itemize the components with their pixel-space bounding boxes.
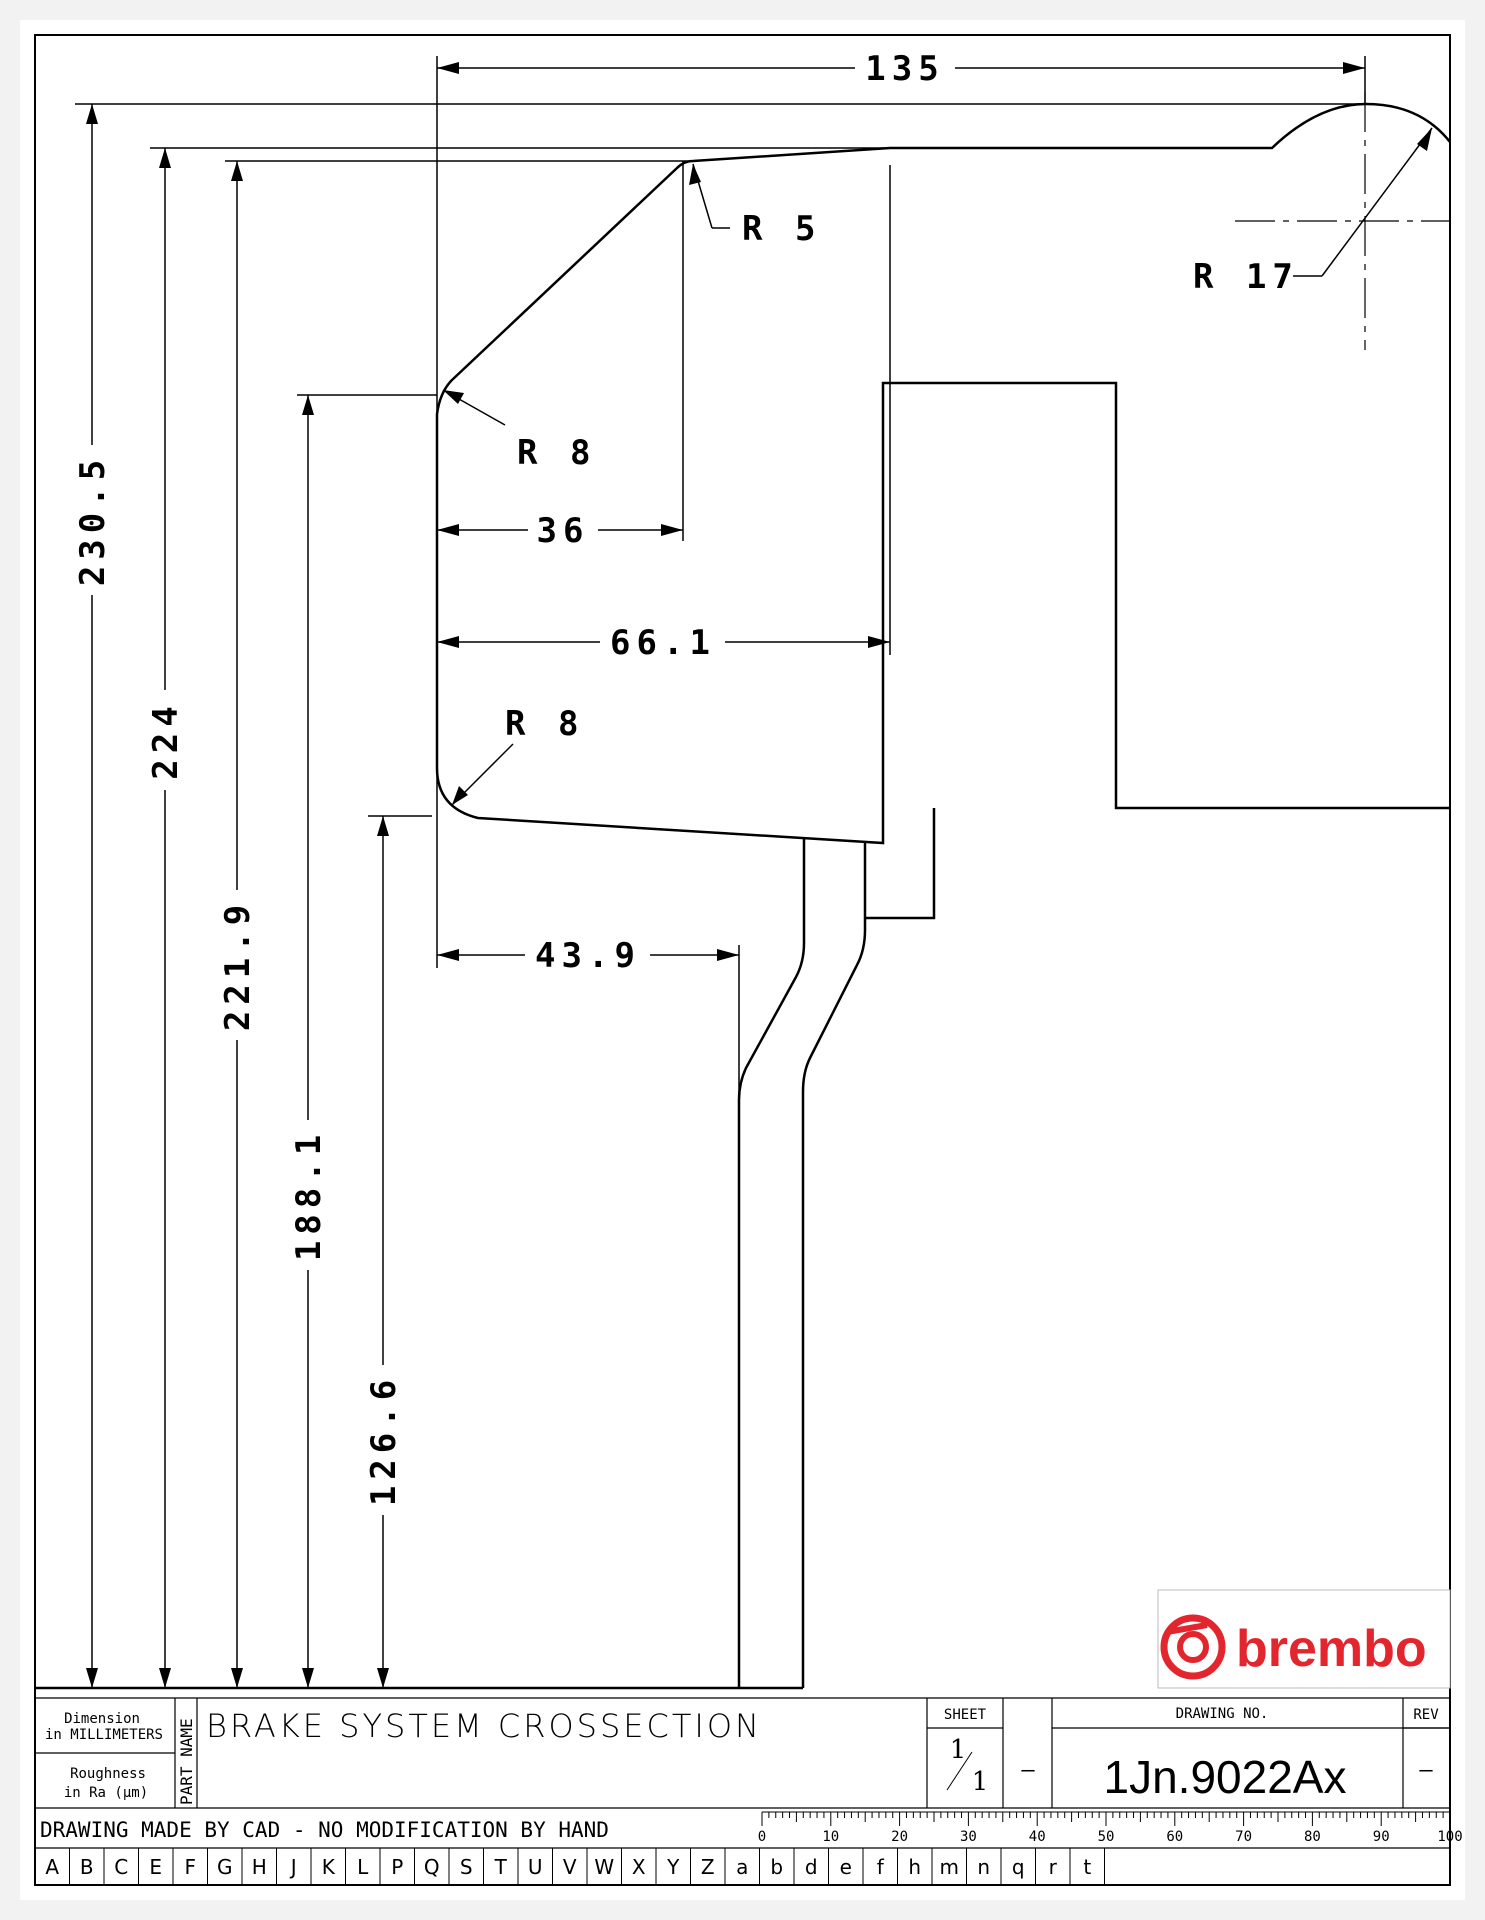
letter-label: V <box>563 1855 577 1879</box>
sheet-number: 1 <box>950 1735 967 1765</box>
dim-221-9: 221.9 <box>218 899 258 1031</box>
dim-66-1: 66.1 <box>610 623 716 663</box>
roughness-label: Roughness <box>70 1766 146 1782</box>
scale-label: 40 <box>1029 1829 1046 1845</box>
dim-36: 36 <box>537 511 590 551</box>
letter-label: q <box>1012 1855 1025 1879</box>
letter-label: C <box>114 1855 128 1879</box>
cad-note: DRAWING MADE BY CAD - NO MODIFICATION BY… <box>40 1818 609 1842</box>
letter-label: T <box>494 1855 508 1879</box>
letter-label: r <box>1049 1855 1058 1879</box>
letter-label: G <box>217 1855 233 1879</box>
letter-label: Y <box>666 1855 680 1879</box>
sheet-fraction-bar <box>946 1751 973 1791</box>
dim-224: 224 <box>146 700 186 779</box>
letter-label: P <box>391 1855 403 1879</box>
roughness-unit-label: in Ra (µm) <box>64 1785 148 1801</box>
scale-label: 50 <box>1098 1829 1115 1845</box>
letter-label: a <box>736 1855 748 1879</box>
scale-label: 80 <box>1304 1829 1321 1845</box>
letter-cell <box>1069 1847 1105 1886</box>
letter-label: S <box>460 1855 473 1879</box>
drawing-no-label: DRAWING NO. <box>1176 1706 1269 1722</box>
brembo-logo: brembo <box>1157 1589 1451 1689</box>
letter-label: n <box>977 1855 990 1879</box>
dim-135: 135 <box>865 49 944 89</box>
part-name-label: PART NAME <box>177 1718 196 1805</box>
radius-r17: R 17 <box>1193 257 1299 297</box>
millimeters-label: in MILLIMETERS <box>45 1727 163 1743</box>
letter-label: f <box>877 1855 885 1879</box>
letter-label: h <box>908 1855 921 1879</box>
radius-r5: R 5 <box>742 209 821 249</box>
sheet-label: SHEET <box>944 1707 987 1723</box>
letter-label: e <box>840 1855 852 1879</box>
letter-label: A <box>45 1855 59 1879</box>
dim-43-9: 43.9 <box>535 936 641 976</box>
title-block <box>35 1697 1450 1849</box>
letter-label: Z <box>701 1855 715 1879</box>
letter-label: L <box>357 1855 369 1879</box>
scale-label: 0 <box>758 1829 766 1845</box>
letter-label: m <box>940 1855 959 1879</box>
letter-label: K <box>322 1855 336 1879</box>
scale-label: 30 <box>960 1829 977 1845</box>
rev-label: REV <box>1413 1707 1439 1723</box>
dimension-lines <box>75 56 1433 1688</box>
letter-label: J <box>289 1855 297 1879</box>
scale-label: 90 <box>1373 1829 1390 1845</box>
letter-label: F <box>184 1855 196 1879</box>
letter-label: H <box>252 1855 267 1879</box>
scale-label: 60 <box>1166 1829 1183 1845</box>
letter-label: X <box>632 1855 646 1879</box>
scale-label: 70 <box>1235 1829 1252 1845</box>
letter-label: W <box>594 1855 614 1879</box>
letter-label: E <box>149 1855 162 1879</box>
center-lines <box>1235 92 1450 350</box>
letter-label: Q <box>424 1855 440 1879</box>
part-name: BRAKE SYSTEM CROSSECTION <box>206 1707 762 1745</box>
letter-label: U <box>528 1855 543 1879</box>
dim-188-1: 188.1 <box>289 1129 329 1261</box>
dim-126-6: 126.6 <box>364 1374 404 1506</box>
rev-value: — <box>1419 1758 1433 1783</box>
letter-label: b <box>770 1855 783 1879</box>
arrowheads <box>86 62 1432 1688</box>
drawing-number: 1Jn.9022Ax <box>1104 1751 1347 1803</box>
brembo-wordmark: brembo <box>1236 1620 1427 1678</box>
scale-label: 20 <box>891 1829 908 1845</box>
dimension-label: Dimension <box>64 1711 140 1727</box>
title-block-text: Dimension in MILLIMETERS Roughness in Ra… <box>40 1706 1439 1842</box>
paper <box>20 20 1465 1900</box>
letter-label: B <box>80 1855 94 1879</box>
letter-label: d <box>805 1855 818 1879</box>
radius-r8-top: R 8 <box>517 433 596 473</box>
sheet-dash: — <box>1021 1758 1035 1783</box>
brembo-disc-icon <box>1160 1614 1226 1680</box>
sheet-total: 1 <box>972 1767 989 1797</box>
letter-label: t <box>1083 1855 1091 1879</box>
scale-label: 100 <box>1437 1829 1462 1845</box>
dimension-labels: 135 230.5 224 221.9 188.1 126.6 36 66.1 … <box>72 48 1299 1515</box>
radius-r8-bottom: R 8 <box>505 704 584 744</box>
scale-ruler: 0 10 20 30 40 50 60 70 80 90 100 <box>758 1811 1463 1845</box>
scale-label: 10 <box>822 1829 839 1845</box>
dim-230-5: 230.5 <box>73 454 113 586</box>
